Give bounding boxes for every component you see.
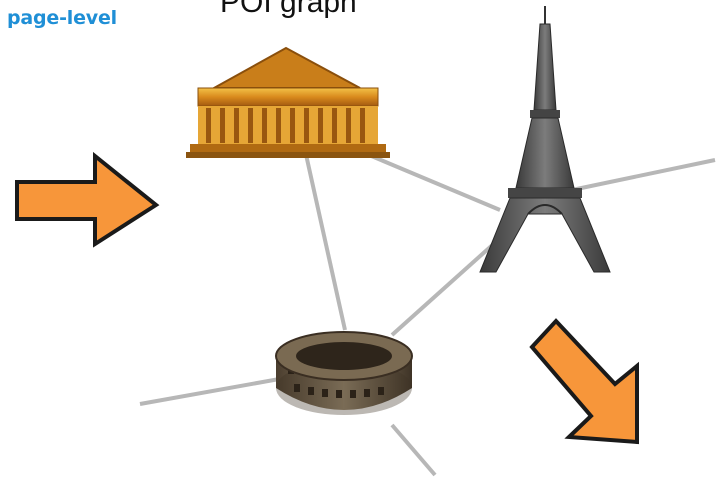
- edge-parthenon-colosseum: [303, 149, 347, 331]
- parthenon-icon: [186, 46, 390, 158]
- edge-colosseum-down: [390, 423, 437, 477]
- colosseum-icon: [275, 331, 413, 415]
- eiffel-tower-icon: [479, 6, 611, 273]
- edge-eiffel-colosseum: [390, 238, 500, 337]
- page-level-label: page-level: [7, 7, 117, 29]
- arrow-right-icon: [15, 151, 160, 248]
- arrow-down-right-icon: [529, 318, 639, 445]
- diagram-title: POI graph: [220, 0, 357, 19]
- edge-colosseum-left: [139, 376, 286, 406]
